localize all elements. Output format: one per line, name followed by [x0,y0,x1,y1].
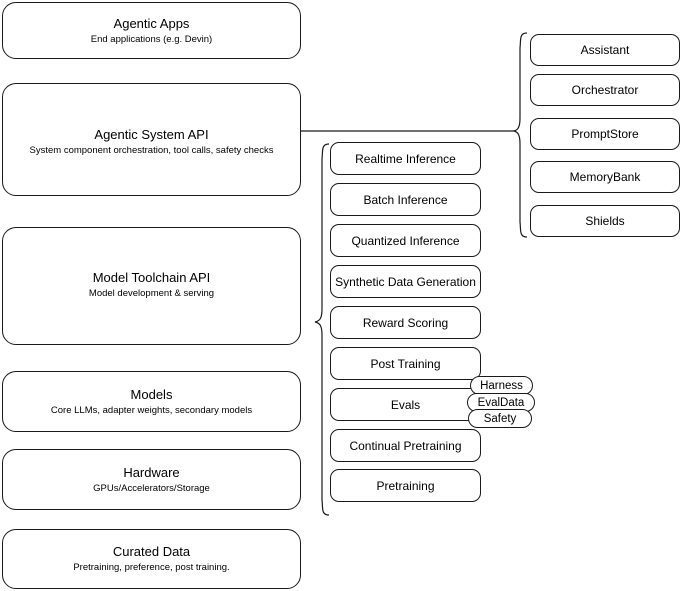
toolchain-item-synthetic-data-generation[interactable]: Synthetic Data Generation [330,265,481,298]
layer-title: Agentic System API [94,127,209,142]
layer-title: Curated Data [112,544,191,559]
layer-title: Agentic Apps [113,15,190,31]
eval-pill-safety[interactable]: Safety [468,409,532,428]
layer-model-toolchain-api[interactable]: Model Toolchain API Model development & … [2,227,301,345]
layer-agentic-apps[interactable]: Agentic Apps End applications (e.g. Devi… [2,2,301,59]
layer-subtitle: Core LLMs, adapter weights, secondary mo… [50,404,253,416]
layer-title: Model Toolchain API [92,270,211,285]
layer-curated-data[interactable]: Curated Data Pretraining, preference, po… [2,529,301,589]
layer-hardware[interactable]: Hardware GPUs/Accelerators/Storage [2,449,301,510]
layer-subtitle: End applications (e.g. Devin) [90,33,213,45]
layer-subtitle: Pretraining, preference, post training. [73,562,230,573]
brace-system-components [513,32,528,238]
layer-subtitle: GPUs/Accelerators/Storage [93,482,210,494]
toolchain-item-evals[interactable]: Evals [330,388,481,421]
layer-subtitle: Model development & serving [88,288,215,299]
system-item-orchestrator[interactable]: Orchestrator [530,74,680,106]
system-item-promptstore[interactable]: PromptStore [530,118,680,150]
system-item-shields[interactable]: Shields [530,205,680,237]
layer-title: Hardware [123,464,180,480]
layer-title: Models [130,386,173,402]
layer-models[interactable]: Models Core LLMs, adapter weights, secon… [2,371,301,432]
toolchain-item-batch-inference[interactable]: Batch Inference [330,183,481,216]
layer-agentic-system-api[interactable]: Agentic System API System component orch… [2,83,301,196]
toolchain-item-realtime-inference[interactable]: Realtime Inference [330,142,481,175]
toolchain-item-post-training[interactable]: Post Training [330,347,481,380]
brace-toolchain-items [314,143,330,516]
system-item-assistant[interactable]: Assistant [530,34,680,66]
layer-subtitle: System component orchestration, tool cal… [29,145,274,156]
system-item-memorybank[interactable]: MemoryBank [530,161,680,193]
toolchain-item-continual-pretraining[interactable]: Continual Pretraining [330,429,481,462]
toolchain-item-pretraining[interactable]: Pretraining [330,469,481,502]
toolchain-item-quantized-inference[interactable]: Quantized Inference [330,224,481,257]
toolchain-item-reward-scoring[interactable]: Reward Scoring [330,306,481,339]
